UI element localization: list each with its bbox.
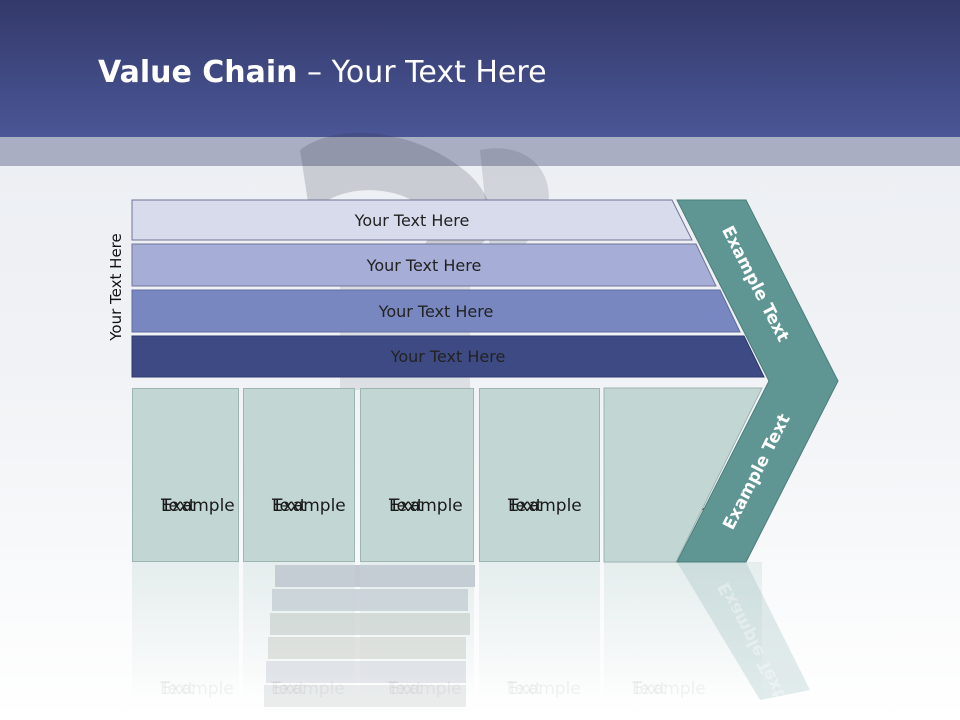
page-title: Value Chain – Your Text Here — [98, 55, 547, 90]
header-bar — [0, 0, 960, 137]
header-subband — [0, 137, 960, 166]
band-shape-2 — [131, 243, 717, 287]
support-band-1: Your Text Here — [354, 210, 470, 230]
margin-chevron — [676, 199, 839, 563]
primary-box-5-shape — [603, 387, 763, 563]
band-shape-3 — [131, 289, 741, 333]
band-shape-1 — [131, 199, 693, 241]
band-shape-4 — [131, 335, 765, 378]
support-band-2: Your Text Here — [366, 255, 482, 275]
support-band-4: Your Text Here — [390, 347, 506, 366]
chevron-reflection — [677, 562, 810, 700]
support-band-3: Your Text Here — [378, 301, 494, 321]
